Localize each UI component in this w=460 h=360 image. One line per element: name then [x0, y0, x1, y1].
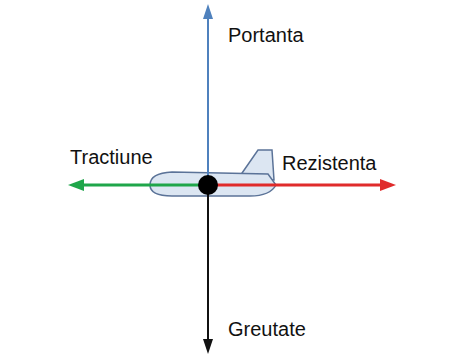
- airplane: [150, 150, 276, 196]
- lift-arrow: [203, 4, 213, 185]
- force-label: Tractiune: [70, 146, 153, 169]
- force-label: Rezistenta: [282, 152, 377, 175]
- force-label: Greutate: [228, 318, 306, 341]
- center-of-gravity-dot: [198, 175, 218, 195]
- weight-arrow: [203, 185, 213, 354]
- force-label: Portanta: [228, 24, 304, 47]
- drag-arrow: [208, 179, 396, 191]
- thrust-arrow: [68, 179, 208, 191]
